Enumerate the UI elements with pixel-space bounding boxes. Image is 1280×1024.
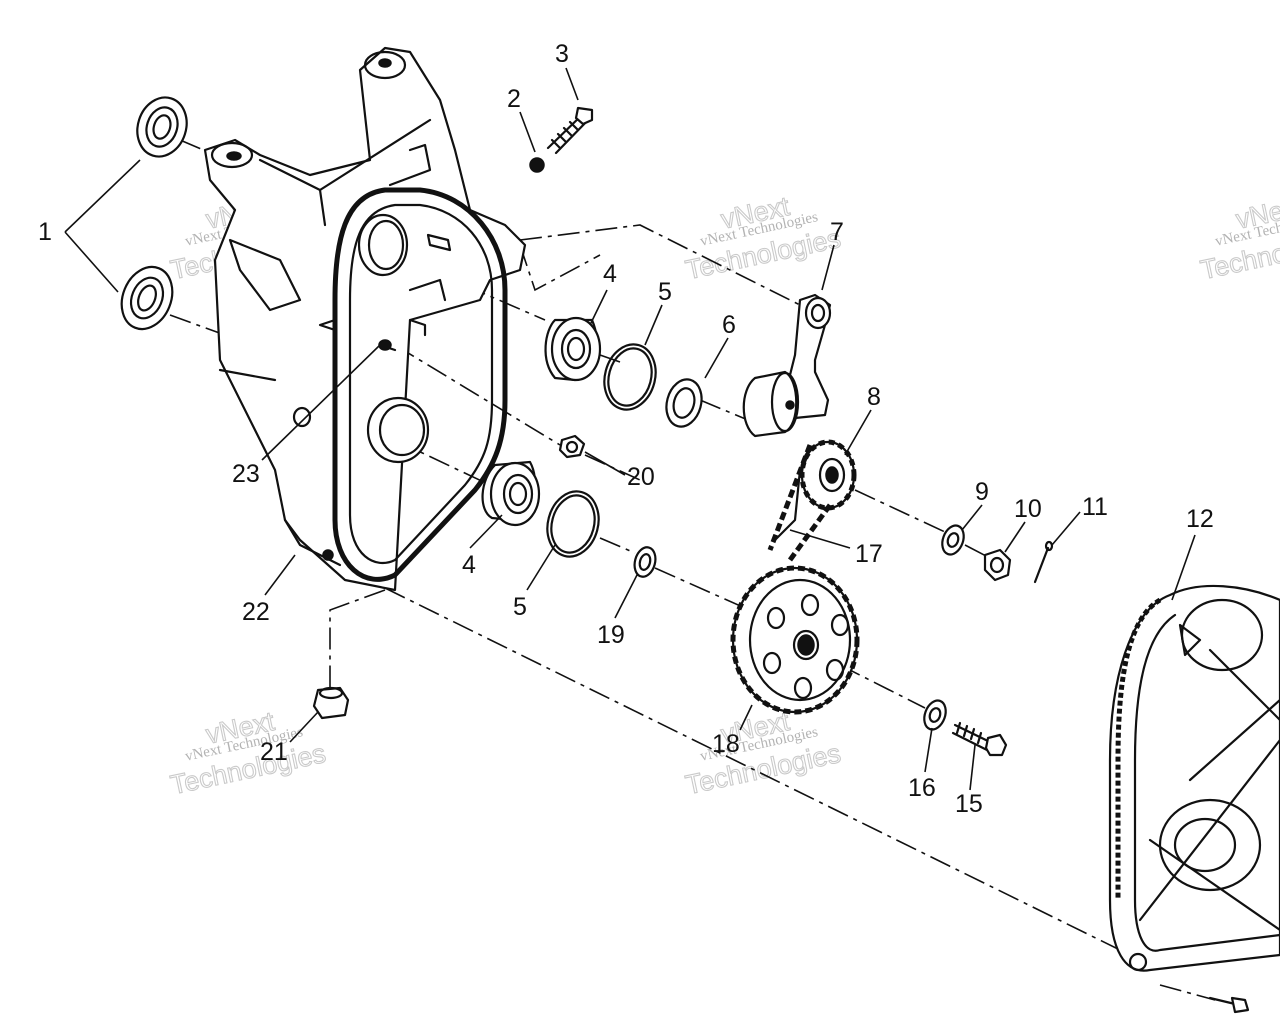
axis-9-10 bbox=[964, 544, 991, 559]
leader-20 bbox=[584, 451, 626, 476]
callout-21: 21 bbox=[260, 738, 288, 766]
axis-cover-bolt bbox=[1159, 984, 1216, 1001]
leader-5a bbox=[644, 304, 663, 346]
leader-19 bbox=[614, 574, 638, 619]
adjuster-bolt bbox=[546, 106, 594, 155]
watermark-bottom-left: vNext vNext Technologies Technologies bbox=[167, 705, 329, 800]
callout-5-lower: 5 bbox=[513, 593, 527, 621]
axis-8-9 bbox=[854, 489, 946, 533]
leader-15 bbox=[969, 744, 976, 791]
callout-23: 23 bbox=[232, 460, 260, 488]
leader-9 bbox=[961, 504, 983, 531]
leader-22 bbox=[264, 554, 296, 596]
bearing-upper bbox=[544, 316, 602, 382]
leader-10 bbox=[1004, 521, 1026, 553]
callout-11: 11 bbox=[1082, 493, 1108, 521]
callout-20: 20 bbox=[627, 463, 655, 491]
callout-22: 22 bbox=[242, 598, 270, 626]
sprocket-bolt bbox=[951, 721, 1008, 757]
chaincase-housing bbox=[203, 46, 527, 592]
callout-4-upper: 4 bbox=[603, 260, 617, 288]
bearing-lower bbox=[481, 460, 541, 527]
callout-10: 10 bbox=[1014, 495, 1042, 523]
snap-ring-upper bbox=[603, 343, 657, 411]
leader-12 bbox=[1171, 534, 1196, 601]
chaincase-cover bbox=[1108, 584, 1280, 972]
callout-4-lower: 4 bbox=[462, 551, 476, 579]
leader-18 bbox=[739, 704, 753, 731]
leader-8 bbox=[844, 409, 872, 456]
axis-seal-lower bbox=[169, 314, 226, 336]
leader-7 bbox=[821, 244, 835, 291]
drive-sprocket-small bbox=[799, 439, 857, 511]
drain-plug bbox=[312, 686, 350, 720]
cotter-pin bbox=[1033, 540, 1054, 584]
chain-tensioner bbox=[742, 293, 832, 438]
leader-16 bbox=[924, 727, 933, 773]
axis-cover-bottom bbox=[384, 587, 1121, 951]
axis-stud-20 bbox=[394, 344, 561, 446]
stud-nut bbox=[558, 434, 586, 459]
callout-3: 3 bbox=[555, 40, 569, 68]
callout-17: 17 bbox=[855, 540, 883, 568]
callout-19: 19 bbox=[597, 621, 625, 649]
watermark-top-center: vNext vNext Technologies Technologies bbox=[682, 190, 844, 285]
axis-drain-plug bbox=[329, 589, 386, 690]
callout-2: 2 bbox=[507, 85, 521, 113]
leader-6 bbox=[704, 337, 729, 379]
jam-nut bbox=[529, 157, 545, 173]
leader-3 bbox=[565, 67, 579, 101]
thrust-washer bbox=[633, 546, 657, 578]
watermark-top-right: vNext vNext Technologies Technologies bbox=[1197, 190, 1280, 285]
callout-1: 1 bbox=[38, 218, 52, 246]
axis-bolt-bracket bbox=[519, 244, 601, 292]
leader-5b bbox=[526, 544, 556, 591]
leader-17 bbox=[789, 529, 851, 549]
spacer-seal bbox=[665, 378, 703, 428]
leader-4a bbox=[589, 289, 608, 326]
axis-lower-5-19 bbox=[599, 537, 636, 554]
oil-seal-upper bbox=[136, 96, 188, 158]
callout-5-upper: 5 bbox=[658, 278, 672, 306]
leader-4b bbox=[469, 514, 503, 549]
washer-lower bbox=[923, 699, 947, 731]
snap-ring-lower bbox=[546, 490, 600, 558]
watermark-bottom-center: vNext vNext Technologies Technologies bbox=[682, 705, 844, 800]
callout-labels: 1 2 3 4 5 6 7 8 9 10 11 12 15 16 17 18 1… bbox=[38, 40, 1214, 818]
leader-21 bbox=[289, 711, 319, 743]
axis-7-guide bbox=[519, 224, 801, 306]
oil-seal-lower bbox=[120, 265, 174, 331]
callout-18: 18 bbox=[712, 730, 740, 758]
callout-7: 7 bbox=[830, 218, 844, 246]
axis-18-16 bbox=[839, 664, 926, 709]
callout-12: 12 bbox=[1186, 505, 1214, 533]
leader-11 bbox=[1051, 511, 1081, 546]
leader-23 bbox=[261, 344, 381, 461]
leader-2 bbox=[519, 111, 536, 153]
driven-sprocket-large bbox=[730, 565, 860, 715]
callout-6: 6 bbox=[722, 311, 736, 339]
washer-upper bbox=[941, 524, 965, 556]
callout-8: 8 bbox=[867, 383, 881, 411]
callout-15: 15 bbox=[955, 790, 983, 818]
callout-16: 16 bbox=[908, 774, 936, 802]
leader-lines bbox=[64, 67, 1196, 791]
castle-nut bbox=[983, 548, 1012, 582]
axis-19-18 bbox=[654, 567, 746, 609]
callout-9: 9 bbox=[975, 478, 989, 506]
leader-1 bbox=[64, 159, 141, 293]
drive-chain bbox=[767, 444, 833, 562]
cover-bolt bbox=[1208, 996, 1250, 1014]
